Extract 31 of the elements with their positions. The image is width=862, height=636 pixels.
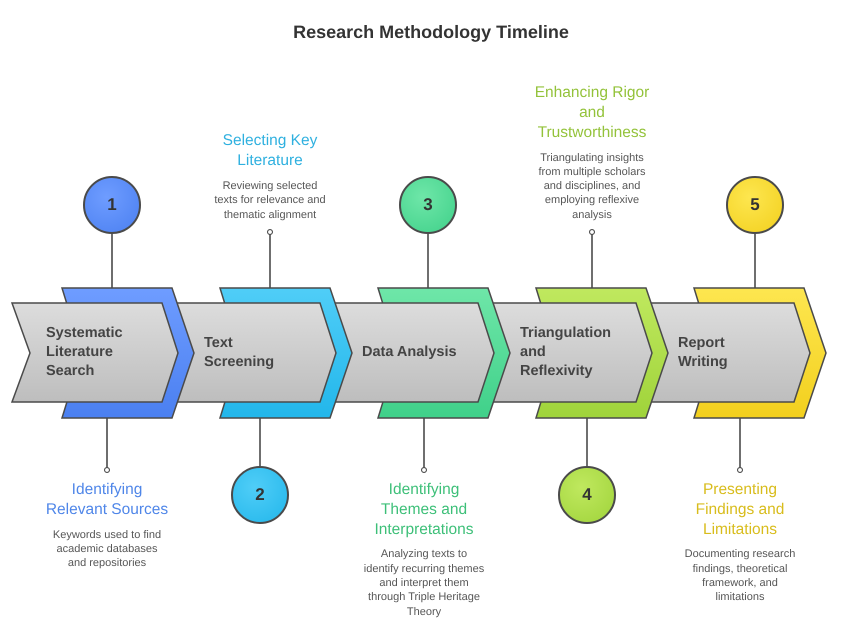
leader-line <box>586 418 588 466</box>
step-description: Triangulating insights from multiple scholars and disciplines, and employing reflexive analysis <box>538 150 646 222</box>
leader-line <box>111 234 113 288</box>
step-heading: Enhancing Rigor and Trustworthiness <box>534 83 650 143</box>
leader-line <box>104 418 110 473</box>
leader-line <box>589 229 595 288</box>
diagram-title: Research Methodology Timeline <box>292 22 570 43</box>
leader-line <box>737 418 743 473</box>
step-description: Analyzing texts to identify recurring themes and interpret them through Triple Heritage Theory <box>363 547 485 619</box>
step-heading: Identifying Relevant Sources <box>44 480 170 520</box>
leader-line <box>267 229 273 288</box>
step-label: Triangulation and Reflexivity <box>520 324 612 381</box>
step-description: Reviewing selected texts for relevance and thematic alignment <box>213 179 327 222</box>
step-label: Report Writing <box>678 334 729 372</box>
step-label: Text Screening <box>204 334 276 372</box>
step-description: Documenting research findings, theoretical framework, and limitations <box>684 547 796 605</box>
leader-line <box>754 234 756 288</box>
step-heading: Presenting Findings and Limitations <box>694 480 786 540</box>
leader-line <box>259 418 261 466</box>
step-number-circle: 5 <box>726 176 784 234</box>
step-label: Systematic Literature Search <box>46 324 124 381</box>
step-heading: Selecting Key Literature <box>222 131 318 172</box>
leader-line <box>421 418 427 473</box>
step-description: Keywords used to find academic databases and repositories <box>52 528 162 571</box>
step-number-circle: 2 <box>231 466 289 524</box>
step-number-circle: 4 <box>558 466 616 524</box>
step-heading: Identifying Themes and Interpretations <box>373 480 475 540</box>
step-number-circle: 3 <box>399 176 457 234</box>
step-number-circle: 1 <box>83 176 141 234</box>
step-label: Data Analysis <box>362 343 457 362</box>
leader-line <box>427 234 429 288</box>
